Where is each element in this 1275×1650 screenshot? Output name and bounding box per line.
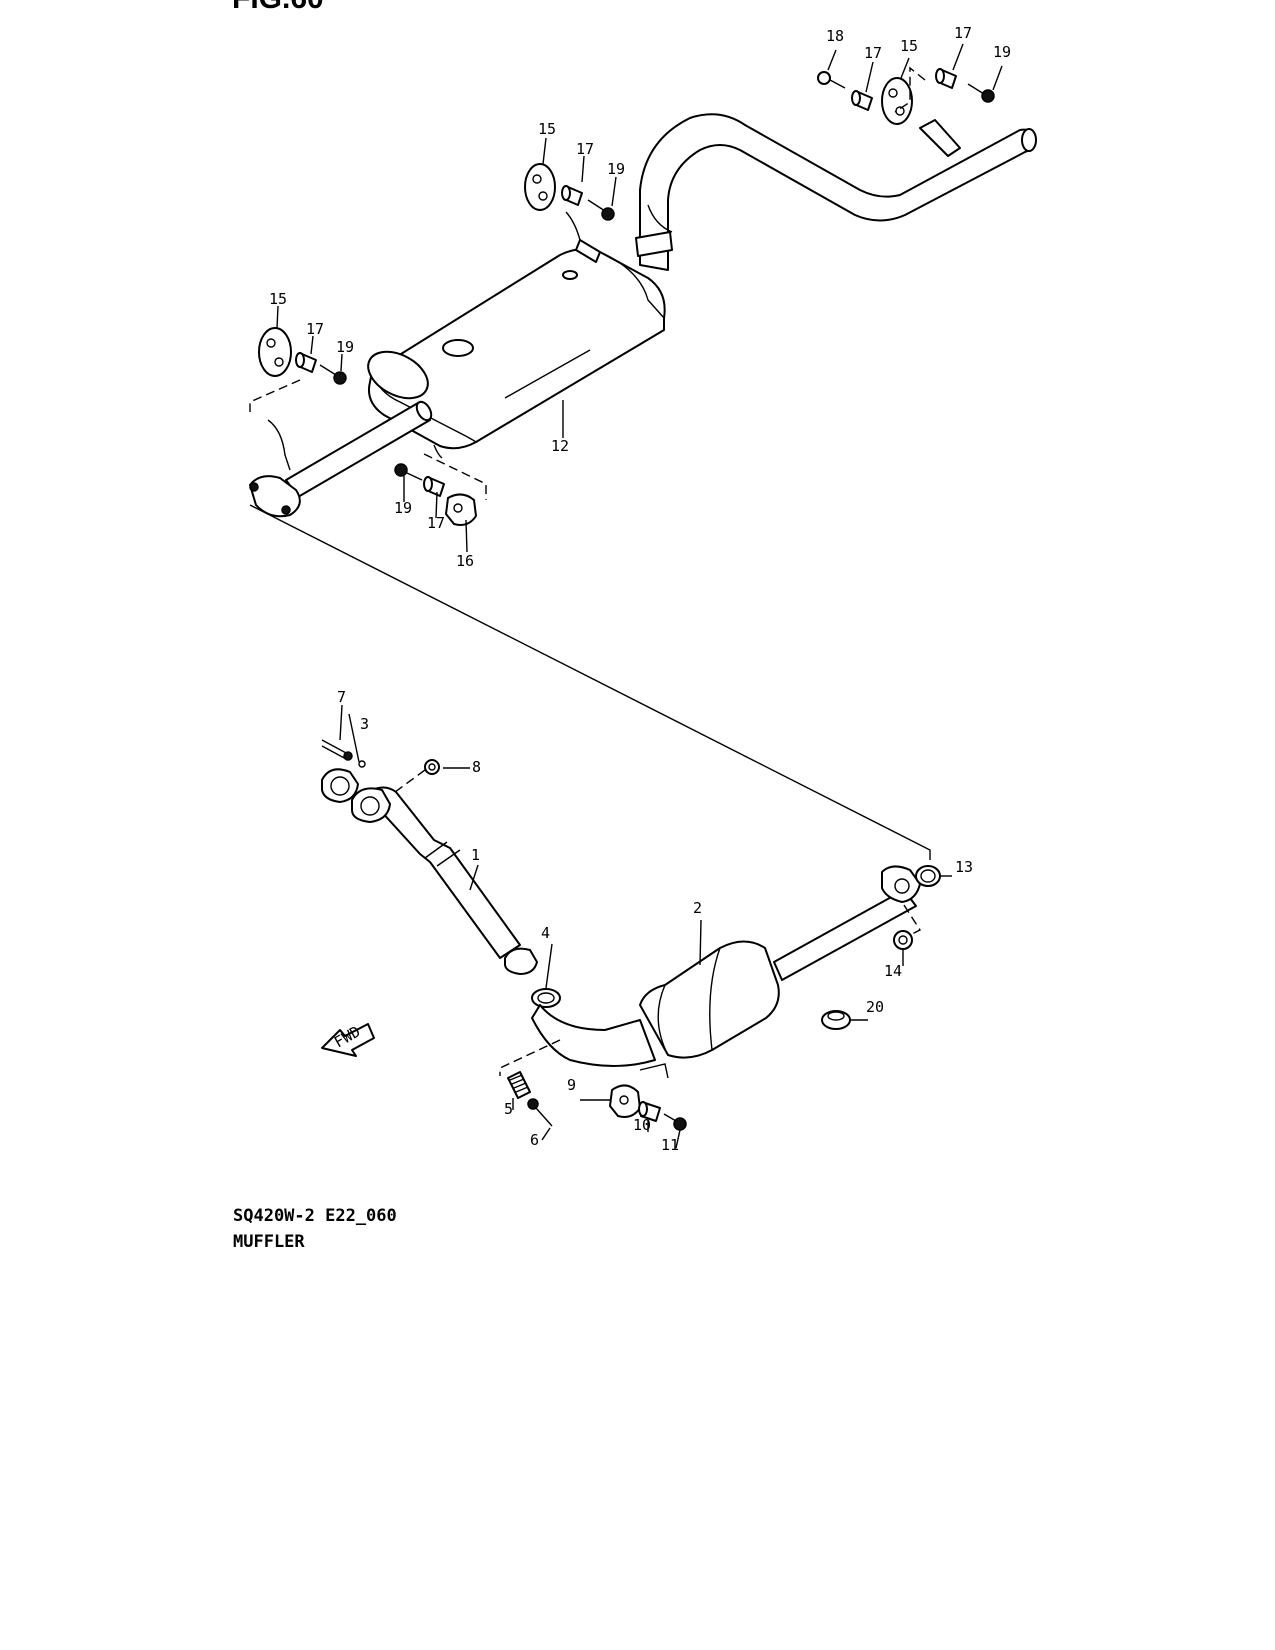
bolt-left — [319, 364, 347, 385]
bolt-lower — [394, 463, 423, 481]
leader-lines — [276, 43, 1003, 1149]
spring — [507, 1071, 531, 1099]
front-exhaust-pipe — [321, 768, 538, 975]
hanger-bracket-lower — [609, 1084, 641, 1118]
callout-15: 15 — [538, 120, 556, 138]
callout-19: 19 — [336, 338, 354, 356]
callout-17: 17 — [864, 44, 882, 62]
bushing-right-b — [935, 68, 957, 89]
catalytic-converter — [531, 865, 921, 1079]
connector-flange-long — [249, 504, 931, 860]
callout-8: 8 — [472, 758, 481, 776]
bushing-bracket-lower — [638, 1101, 661, 1122]
callout-6: 6 — [530, 1131, 539, 1149]
bushing-middle — [561, 185, 583, 206]
bushing-lower — [423, 476, 445, 497]
callout-16: 16 — [456, 552, 474, 570]
main-muffler — [249, 211, 666, 518]
callout-17: 17 — [427, 514, 445, 532]
callout-19: 19 — [394, 499, 412, 517]
diagram-name: MUFFLER — [233, 1232, 305, 1252]
callout-3: 3 — [360, 715, 369, 733]
figure-title: FIG.60 — [232, 0, 324, 15]
callout-labels: 15 17 19 15 17 19 18 17 15 17 19 12 19 1… — [269, 24, 1011, 1154]
callout-15: 15 — [900, 37, 918, 55]
callout-17: 17 — [954, 24, 972, 42]
rubber-mount-middle — [524, 163, 556, 211]
connector-nut-rear — [903, 904, 922, 936]
bolt-top — [817, 71, 846, 89]
diagram-code: SQ420W-2 E22_060 — [233, 1206, 397, 1226]
bolt-bracket-lower — [663, 1113, 687, 1131]
callout-10: 10 — [633, 1116, 651, 1134]
gasket-rear — [915, 865, 941, 887]
callout-9: 9 — [567, 1076, 576, 1094]
callout-5: 5 — [504, 1100, 513, 1118]
connector-left-mount — [249, 379, 301, 412]
gasket-front-upper — [358, 760, 366, 768]
tail-pipe — [635, 113, 1037, 271]
nut-rear — [893, 930, 913, 950]
connector-nut-upper — [394, 769, 426, 793]
callout-1: 1 — [471, 846, 480, 864]
bushing-right-a — [851, 90, 873, 111]
connector-spring — [499, 1039, 561, 1076]
callout-11: 11 — [661, 1136, 679, 1154]
callout-19: 19 — [607, 160, 625, 178]
callout-4: 4 — [541, 924, 550, 942]
spring-bolt — [527, 1098, 553, 1127]
callout-7: 7 — [337, 688, 346, 706]
bushing-left — [295, 352, 317, 373]
gasket-front-lower — [531, 988, 561, 1008]
callout-17: 17 — [576, 140, 594, 158]
rubber-mount-left — [258, 327, 292, 377]
callout-19: 19 — [993, 43, 1011, 61]
callout-12: 12 — [551, 437, 569, 455]
callout-17: 17 — [306, 320, 324, 338]
nut-upper — [424, 759, 440, 775]
connector-right-mount — [894, 66, 926, 113]
rubber-mount-right — [881, 77, 913, 125]
callout-2: 2 — [693, 899, 702, 917]
callout-20: 20 — [866, 998, 884, 1016]
stud-bolt — [321, 739, 353, 761]
bolt-right — [967, 83, 995, 103]
callout-14: 14 — [884, 962, 902, 980]
hanger-bracket-upper — [445, 493, 477, 526]
forward-direction-arrow: FWD — [321, 1022, 375, 1057]
callout-15: 15 — [269, 290, 287, 308]
callout-13: 13 — [955, 858, 973, 876]
rubber-plug — [821, 1010, 851, 1030]
connector-lower-bracket — [423, 453, 487, 500]
bolt-middle — [587, 199, 615, 221]
callout-18: 18 — [826, 27, 844, 45]
